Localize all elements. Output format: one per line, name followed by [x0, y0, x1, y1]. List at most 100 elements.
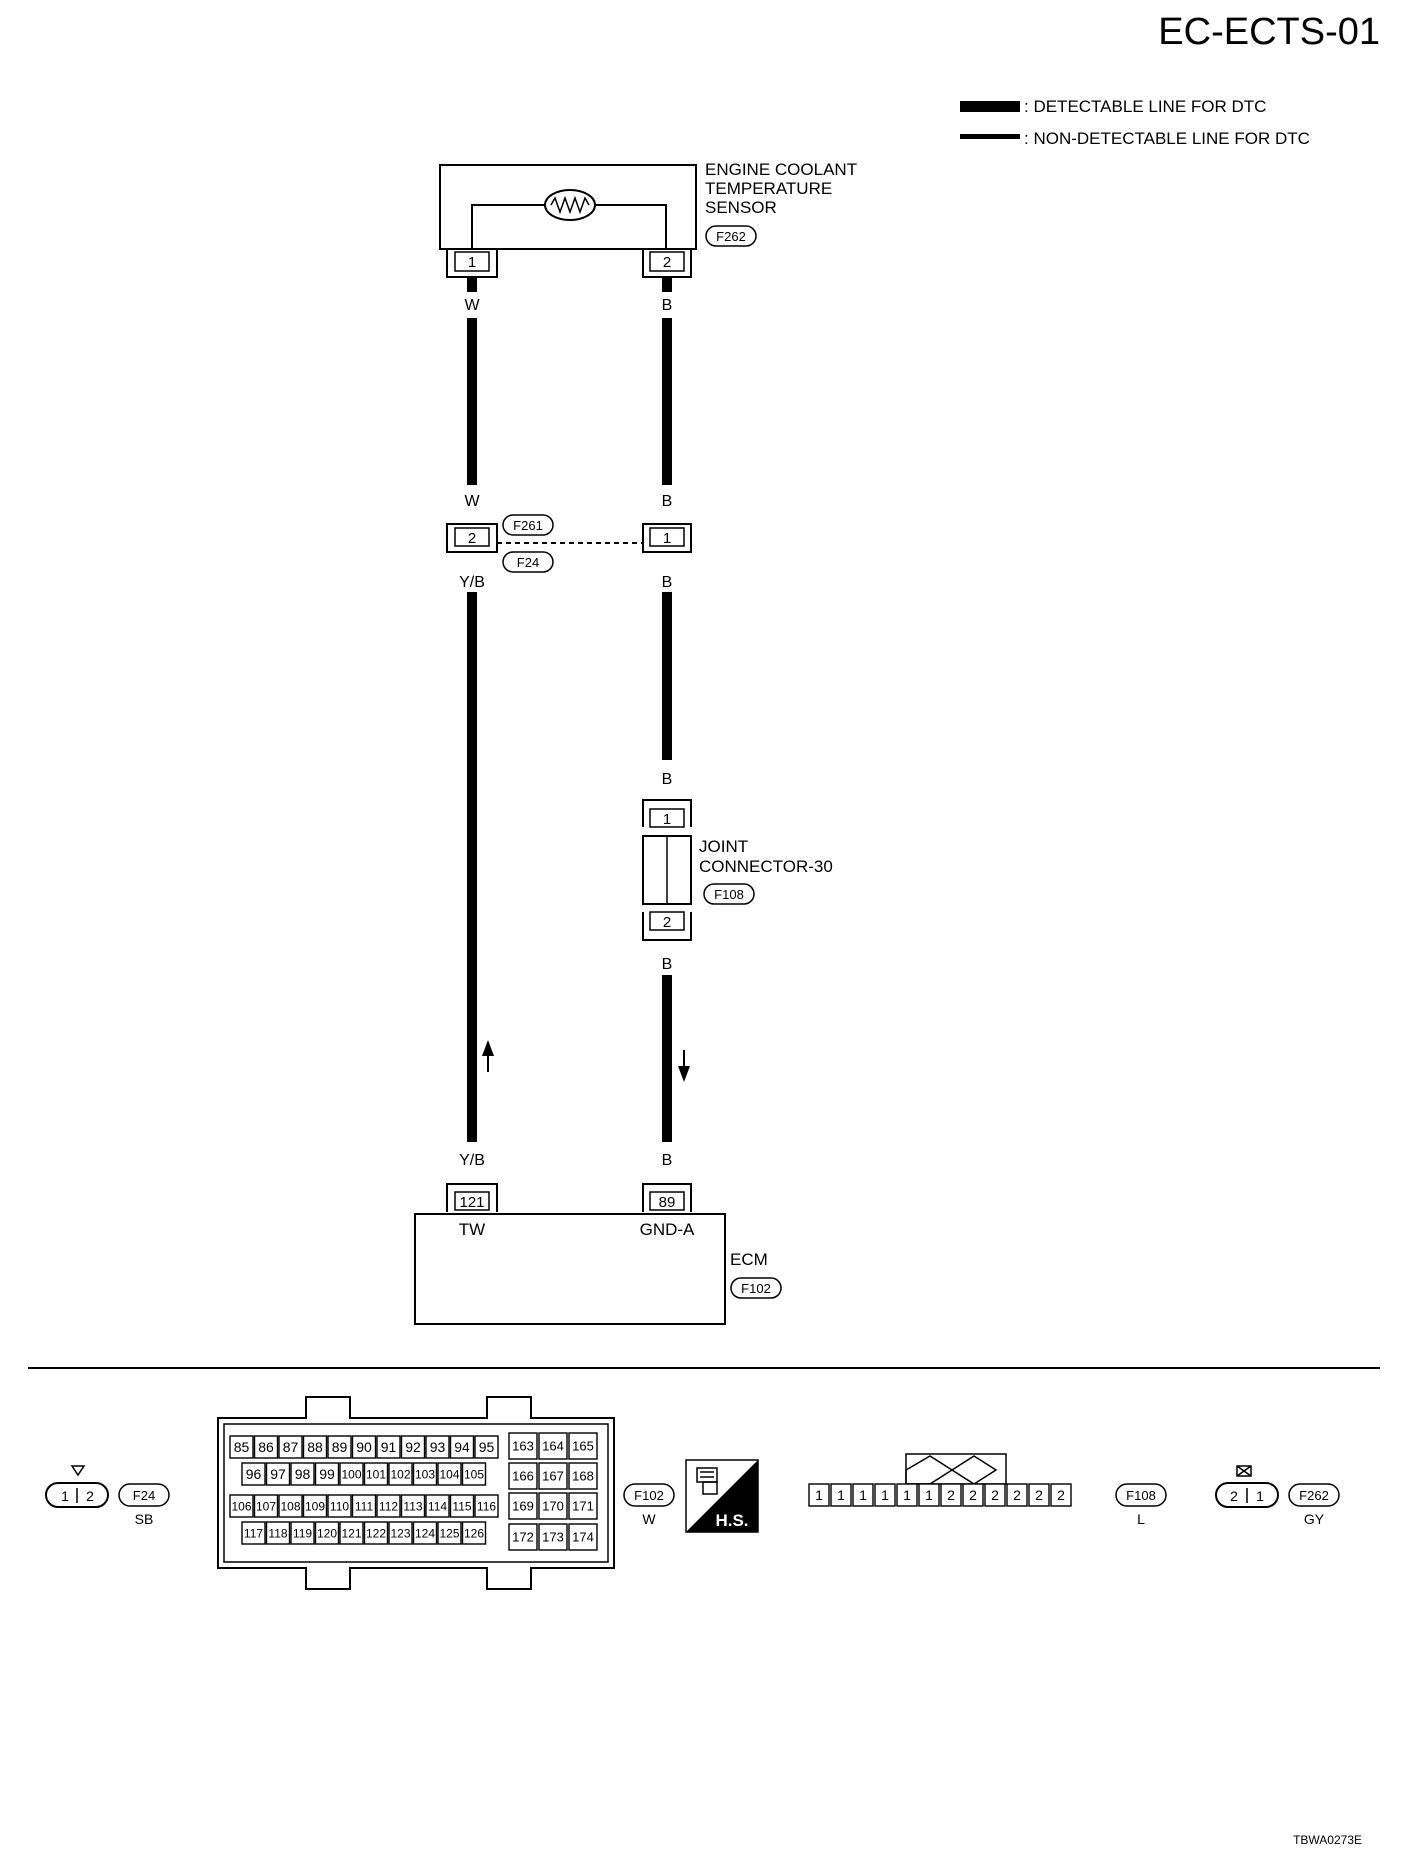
pin-cell	[461, 1462, 487, 1486]
pin-number: 104	[439, 1467, 459, 1481]
wire-color-label: B	[662, 771, 673, 788]
pin-number: 173	[542, 1530, 564, 1545]
joint-top-housing	[642, 799, 692, 827]
connector-id-f24: F24	[517, 555, 539, 570]
hs-badge-fill	[686, 1460, 758, 1532]
pin-cell	[253, 1435, 279, 1459]
pin-cell	[314, 1462, 340, 1486]
f24-wire-color: SB	[135, 1511, 154, 1527]
pin-cell	[437, 1521, 462, 1545]
pin-number: 2	[1035, 1487, 1043, 1503]
joint-bottom-housing	[642, 912, 692, 941]
sensor-pin-2-box	[649, 251, 685, 272]
pin-cell	[412, 1521, 438, 1545]
pin-cell	[339, 1521, 364, 1545]
pin-number: 119	[293, 1526, 312, 1540]
pin-number: 121	[341, 1526, 361, 1540]
hs-badge: H.S.	[685, 1459, 759, 1533]
pin-cell	[388, 1521, 413, 1545]
pin-number: 86	[258, 1439, 274, 1455]
pin-number: 112	[379, 1499, 398, 1513]
pin-number: 2	[947, 1487, 955, 1503]
pin-cell	[874, 1483, 896, 1507]
pin-number: 169	[512, 1499, 534, 1514]
legend-non-detectable-label: : NON-DETECTABLE LINE FOR DTC	[1024, 129, 1310, 148]
ecm-connector-id-badge	[730, 1277, 782, 1299]
joint-label-line-2: CONNECTOR-30	[699, 857, 833, 876]
f24-id-badge	[118, 1483, 170, 1507]
f102-wire-color: W	[642, 1511, 656, 1527]
f262-id: F262	[1299, 1488, 1329, 1503]
hs-badge-text: H.S.	[715, 1511, 748, 1530]
sensor-label-line-1: ENGINE COOLANT	[705, 160, 857, 179]
ecm-pin-121-housing	[446, 1183, 498, 1212]
pin-number: 92	[405, 1439, 421, 1455]
pin-cell	[830, 1483, 852, 1507]
pin-cell	[425, 1494, 450, 1518]
pin-number: 106	[231, 1499, 251, 1513]
page-code: EC-ECTS-01	[1158, 11, 1380, 53]
pin-number: 113	[403, 1499, 422, 1513]
pin-number: 163	[512, 1439, 534, 1454]
pin-number: 91	[381, 1439, 397, 1455]
engine-coolant-temperature-sensor: ENGINE COOLANT TEMPERATURE SENSOR F262 1…	[439, 160, 857, 278]
sensor-pin-2: 2	[663, 254, 671, 271]
pin-number: 90	[356, 1439, 372, 1455]
pin-number: 96	[246, 1466, 262, 1482]
inline-pin-1-box	[649, 527, 685, 547]
pin-number: 2	[991, 1487, 999, 1503]
pin-number: 110	[330, 1499, 349, 1513]
ecm-module: 121 89 TW GND-A ECM F102	[414, 1183, 782, 1325]
connector-id-badge-f261	[502, 514, 554, 536]
wire-color-label: W	[464, 493, 480, 510]
pin-number: 105	[464, 1467, 484, 1481]
pin-cell	[568, 1523, 598, 1551]
f24-id: F24	[133, 1488, 155, 1503]
plug-icon-neck	[702, 1481, 718, 1495]
ecm-body	[414, 1213, 726, 1325]
sensor-internal-wire-left	[471, 204, 545, 249]
pin-number: 126	[464, 1526, 484, 1540]
pin-number: 116	[477, 1499, 496, 1513]
sensor-label-line-2: TEMPERATURE	[705, 179, 832, 198]
pin-cell	[437, 1462, 462, 1486]
pin-number: 102	[390, 1467, 410, 1481]
f102-housing-outer	[217, 1396, 615, 1590]
arrow-down-icon	[678, 1066, 690, 1082]
pin-number: 120	[317, 1526, 337, 1540]
f24-pin: 1	[61, 1488, 69, 1504]
f108-id: F108	[1126, 1488, 1156, 1503]
joint-pin-2-box	[649, 911, 685, 931]
pin-cell	[400, 1494, 426, 1518]
pin-cell	[852, 1483, 874, 1507]
joint-connector-id: F108	[714, 887, 744, 902]
inline-pin-1: 1	[663, 530, 671, 547]
f102-id-badge	[623, 1483, 675, 1507]
pin-number: 98	[295, 1466, 311, 1482]
pin-number: 93	[430, 1439, 446, 1455]
pin-number: 103	[415, 1467, 435, 1481]
ecm-pin-89-box	[649, 1191, 685, 1211]
ground-wire-right: B B B B B B	[662, 277, 690, 1169]
pin-number: 114	[428, 1499, 447, 1513]
pin-cell	[302, 1435, 328, 1459]
ecm-pin-89-housing	[642, 1183, 692, 1212]
pin-cell	[376, 1435, 401, 1459]
pin-cell	[568, 1432, 598, 1460]
pin-number: 87	[283, 1439, 299, 1455]
pin-cell	[229, 1494, 254, 1518]
pin-number: 123	[390, 1526, 410, 1540]
pin-cell	[538, 1462, 568, 1490]
pin-cell	[984, 1483, 1006, 1507]
joint-pin-1-box	[649, 808, 685, 828]
pin-cell	[278, 1494, 303, 1518]
pin-number: 88	[307, 1439, 323, 1455]
pin-cell	[400, 1435, 426, 1459]
inline-pin-2-box	[454, 527, 490, 547]
wire-color-label: B	[662, 1152, 673, 1169]
pin-number: 170	[542, 1499, 564, 1514]
connector-view-f24: 1 2 F24 SB	[45, 1465, 170, 1527]
pin-cell	[314, 1521, 340, 1545]
